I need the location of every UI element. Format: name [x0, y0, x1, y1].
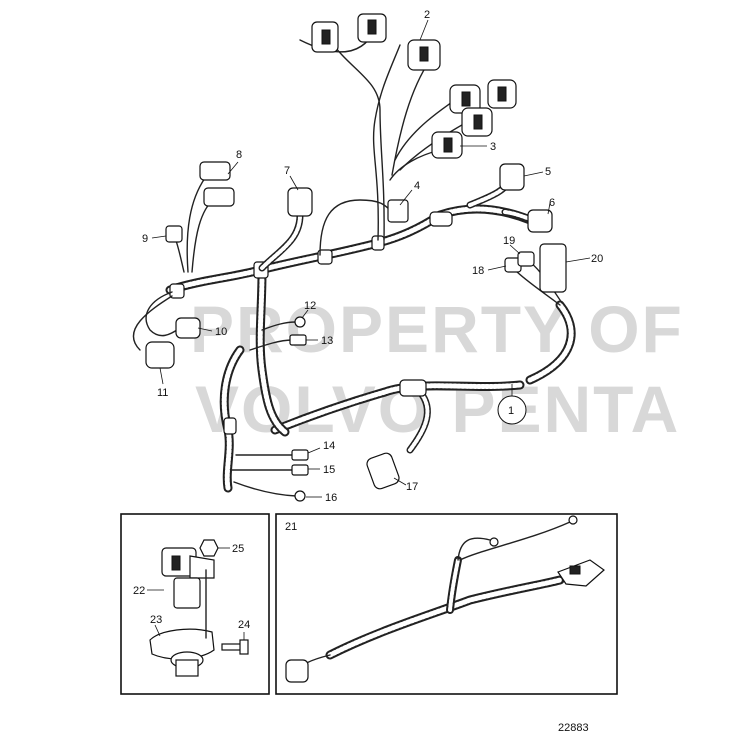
callout-6: 6 — [549, 197, 555, 209]
injector-harness — [299, 13, 517, 241]
junction-sleeve — [169, 283, 185, 299]
callout-9: 9 — [142, 233, 148, 245]
callout-8: 8 — [236, 149, 242, 161]
junction-sleeve — [317, 249, 333, 265]
leader-lines — [151, 19, 591, 498]
injector-connector — [311, 13, 517, 159]
callout-25: 25 — [232, 543, 244, 555]
inset-harness: 21 — [275, 513, 618, 695]
callout-10: 10 — [215, 326, 227, 338]
callout-1: 1 — [508, 405, 514, 417]
connector-7 — [287, 187, 313, 217]
inset-sensor: 25 22 23 24 — [120, 513, 270, 695]
callout-5: 5 — [545, 166, 551, 178]
callout-11: 11 — [157, 387, 168, 399]
connector-10 — [175, 317, 201, 339]
terminal-15 — [291, 464, 309, 476]
inset-sensor-frame — [120, 513, 270, 695]
ground-leads — [231, 316, 309, 502]
junction-sleeve — [399, 379, 427, 397]
left-sensor-branch — [132, 161, 235, 369]
callout-18: 18 — [472, 265, 484, 277]
watermark-line-1: PROPERTY OF — [190, 292, 684, 366]
connector-11 — [145, 341, 175, 369]
clip-4 — [319, 199, 409, 256]
junction-sleeve — [223, 417, 237, 435]
callout-24: 24 — [238, 619, 250, 631]
ring-terminal-12 — [294, 316, 306, 328]
callout-2: 2 — [424, 9, 430, 21]
callout-16: 16 — [325, 492, 337, 504]
callout-3: 3 — [490, 141, 496, 153]
switch-21 — [557, 559, 605, 587]
connector-6 — [527, 209, 553, 233]
callout-21: 21 — [285, 521, 297, 533]
callout-7: 7 — [284, 165, 290, 177]
connector-17 — [366, 452, 400, 490]
terminal-14 — [291, 449, 309, 461]
figure-number: 22883 — [558, 722, 589, 734]
callout-19: 19 — [503, 235, 515, 247]
sensor-9 — [165, 225, 183, 243]
connector-5 — [499, 163, 525, 191]
callout-17: 17 — [406, 481, 418, 493]
connector-19 — [517, 251, 535, 267]
terminal-13 — [289, 334, 307, 346]
module-20 — [539, 243, 567, 293]
callout-15: 15 — [323, 464, 335, 476]
callout-labels: 2 3 4 5 6 7 8 9 10 11 12 13 14 15 16 17 … — [142, 9, 603, 504]
connector-7-branch — [258, 187, 313, 272]
inset-harness-frame — [275, 513, 618, 695]
callout-4: 4 — [414, 180, 420, 192]
main-harness — [165, 176, 576, 493]
junction-sleeve — [429, 211, 453, 227]
ring-terminal-16 — [294, 490, 306, 502]
callout-14: 14 — [323, 440, 335, 452]
callout-23: 23 — [150, 614, 162, 626]
callout-20: 20 — [591, 253, 603, 265]
connector-21 — [285, 659, 309, 683]
connector-8b — [203, 187, 235, 207]
callout-13: 13 — [321, 335, 333, 347]
connector-8a — [199, 161, 231, 181]
callout-12: 12 — [304, 300, 316, 312]
relay-branch — [504, 243, 567, 306]
callout-22: 22 — [133, 585, 145, 597]
